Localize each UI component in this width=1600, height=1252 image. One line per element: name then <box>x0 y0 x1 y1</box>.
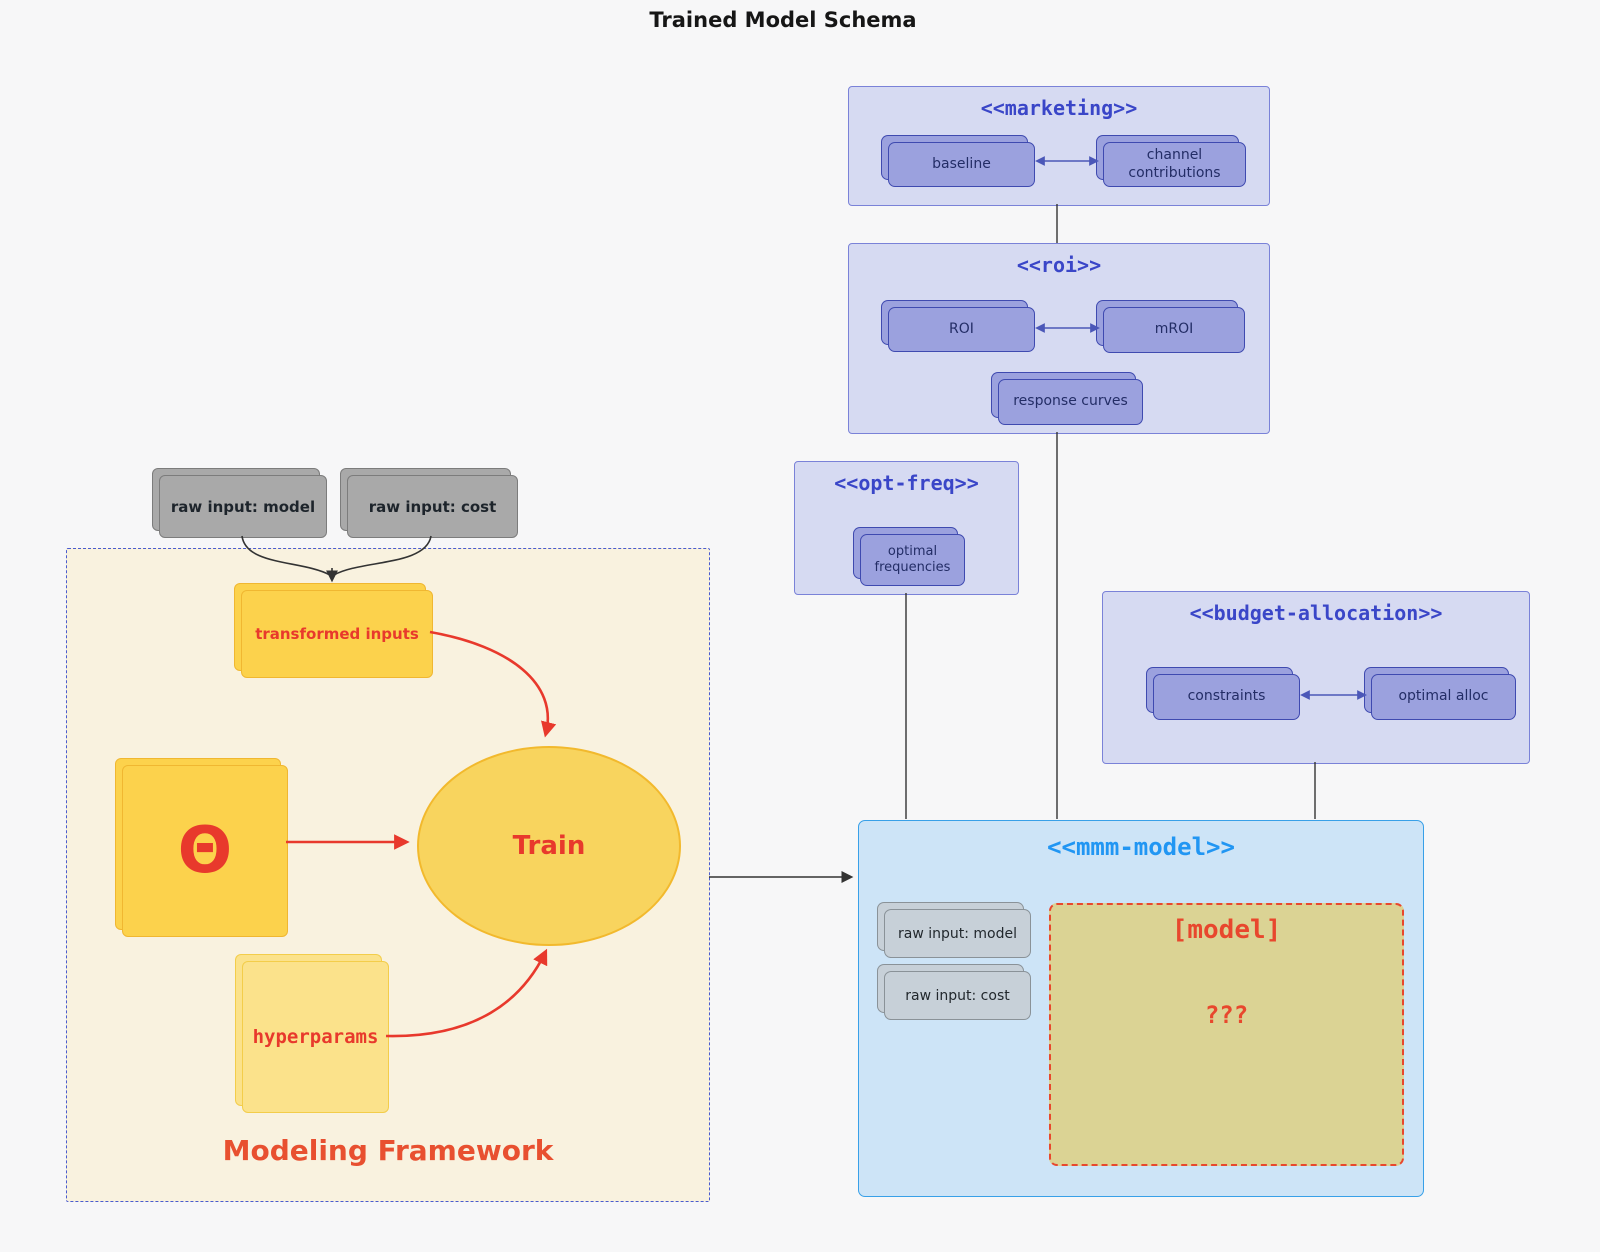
node-baseline: baseline <box>888 142 1035 187</box>
model-placeholder-title: [model] <box>1171 915 1282 945</box>
node-roi: ROI <box>888 307 1035 352</box>
node-train-ellipse: Train <box>417 746 681 946</box>
model-unknown-text: ??? <box>1204 1001 1249 1029</box>
node-transformed-inputs: transformed inputs <box>241 590 433 678</box>
group-opt-freq-title: <<opt-freq>> <box>834 471 979 495</box>
modeling-framework-label: Modeling Framework <box>222 1134 554 1167</box>
group-budget-allocation-title: <<budget-allocation>> <box>1189 601 1443 625</box>
group-mmm-model-title: <<mmm-model>> <box>1047 833 1235 861</box>
node-channel-contributions: channel contributions <box>1103 142 1246 187</box>
node-response-curves: response curves <box>998 379 1143 425</box>
node-mroi: mROI <box>1103 307 1245 353</box>
node-constraints: constraints <box>1153 674 1300 720</box>
page-title: Trained Model Schema <box>649 8 917 32</box>
node-optimal-alloc: optimal alloc <box>1371 674 1516 720</box>
node-optimal-frequencies: optimal frequencies <box>860 534 965 586</box>
model-placeholder-box: [model] ??? <box>1049 903 1404 1166</box>
group-opt-freq: <<opt-freq>> optimal frequencies <box>794 461 1019 595</box>
group-budget-allocation: <<budget-allocation>> constraints optima… <box>1102 591 1530 764</box>
group-marketing-title: <<marketing>> <box>980 96 1138 120</box>
group-roi-title: <<roi>> <box>1016 253 1102 277</box>
group-mmm-model: <<mmm-model>> raw input: model raw input… <box>858 820 1424 1197</box>
node-mmm-raw-input-cost: raw input: cost <box>884 971 1031 1020</box>
group-marketing: <<marketing>> baseline channel contribut… <box>848 86 1270 206</box>
group-modeling-framework: transformed inputs Θ Train hyperparams M… <box>66 548 710 1202</box>
node-raw-input-model: raw input: model <box>159 475 327 538</box>
node-hyperparams: hyperparams <box>242 961 389 1113</box>
group-roi: <<roi>> ROI mROI response curves <box>848 243 1270 434</box>
node-mmm-raw-input-model: raw input: model <box>884 909 1031 958</box>
node-theta: Θ <box>122 765 288 937</box>
node-raw-input-cost: raw input: cost <box>347 475 518 538</box>
